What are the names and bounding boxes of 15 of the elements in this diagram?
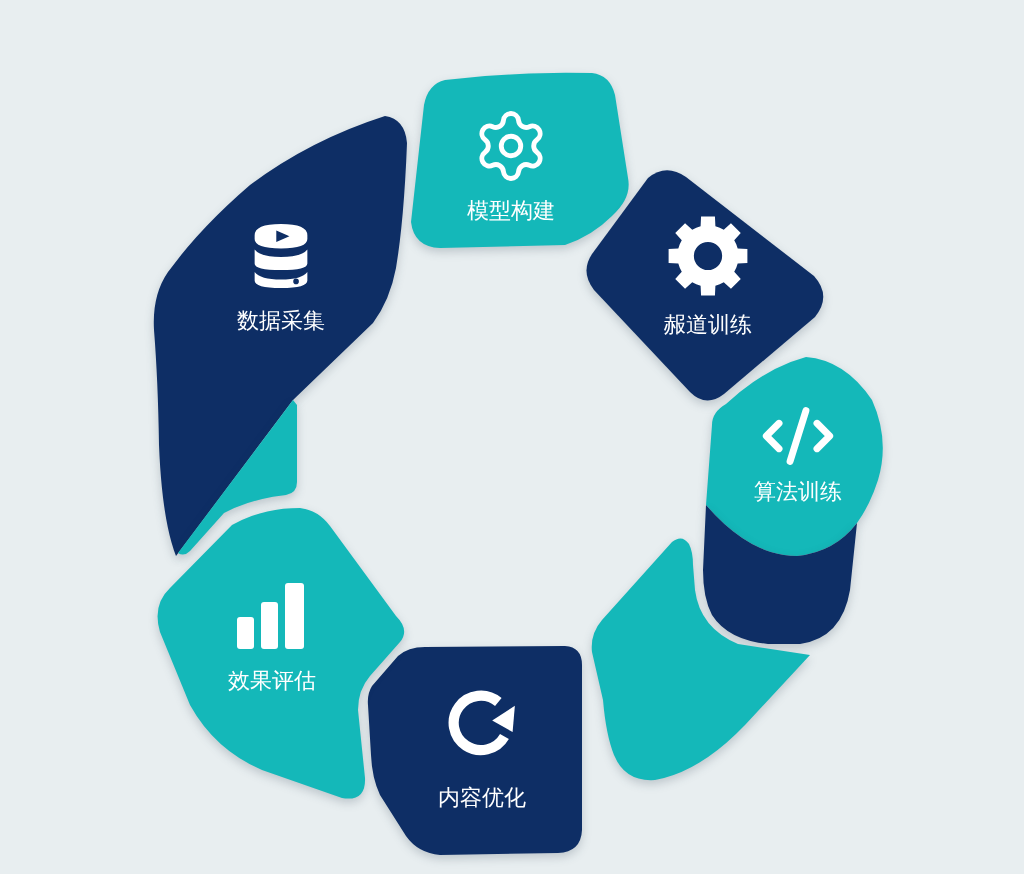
step-shape [367, 646, 583, 856]
step-shape [706, 357, 884, 557]
step-label: 内容优化 [438, 787, 526, 809]
blank-shape [703, 505, 858, 645]
step-shape [586, 170, 824, 402]
step-shape [157, 508, 405, 800]
step-label: 数据采集 [237, 310, 325, 332]
step-shape [153, 116, 408, 557]
blank-shape [178, 400, 298, 556]
step-label: 赧道训练 [664, 314, 752, 336]
step-shape [411, 72, 630, 249]
blank-shape [591, 538, 811, 781]
step-label: 算法训练 [754, 481, 842, 503]
step-label: 效果评估 [228, 670, 316, 692]
step-label: 模型构建 [467, 200, 555, 222]
